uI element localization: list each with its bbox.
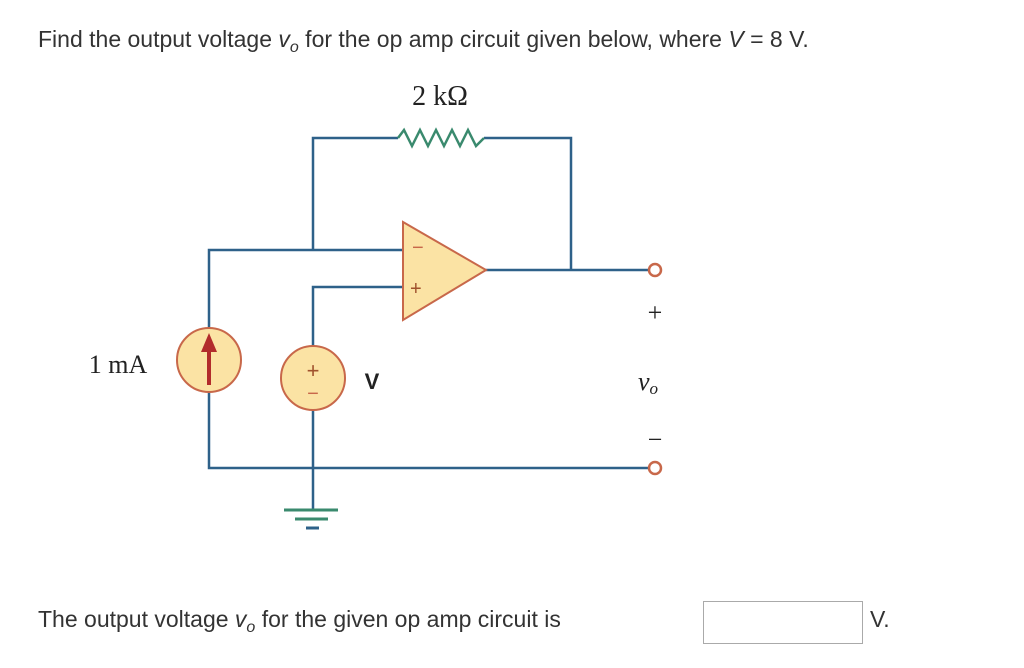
wires [207, 127, 649, 510]
svg-text:+: + [648, 298, 663, 327]
svg-text:+: + [410, 278, 422, 300]
output-terminal-plus [647, 262, 663, 278]
question-text: Find the output voltage vo for the op am… [38, 26, 809, 56]
resistor-2k [397, 127, 485, 149]
svg-text:+: + [307, 358, 320, 383]
voltage-source-label: V [365, 369, 380, 394]
current-source [176, 327, 242, 393]
voltage-source: + − [280, 345, 346, 411]
answer-unit: V. [870, 606, 890, 632]
answer-prompt: The output voltage vo for the given op a… [38, 606, 561, 636]
output-terminal-minus [647, 460, 663, 476]
op-amp: − + [402, 220, 488, 322]
svg-text:−: − [307, 383, 319, 405]
resistor-label: 2 kΩ [412, 81, 468, 112]
answer-input[interactable] [703, 601, 863, 644]
current-source-label: 1 mA [89, 350, 148, 379]
svg-text:−: − [648, 425, 663, 454]
ground-icon [284, 508, 338, 530]
svg-text:−: − [412, 237, 424, 259]
output-voltage-label: vo [638, 367, 658, 398]
